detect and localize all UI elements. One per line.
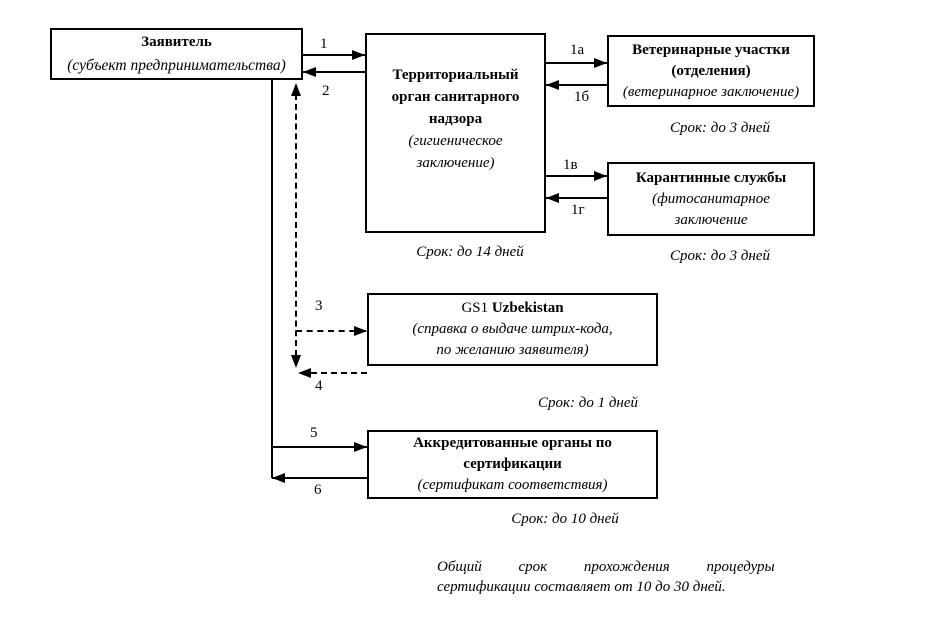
territorial-sanitary-box: Территориальный орган санитарного надзор… xyxy=(365,33,546,233)
arrow-1v-head-icon xyxy=(594,171,607,181)
total-duration-note-line: Общий срок прохождения процедуры xyxy=(437,559,775,575)
arrow-3-head-icon xyxy=(354,326,367,336)
gs1-title-bold: Uzbekistan xyxy=(491,300,564,316)
accredited-bodies-box: Аккредитованные органы по сертификации (… xyxy=(367,430,658,499)
applicant-gs1-dashed-trunk-line xyxy=(295,94,297,356)
gs1-title-prefix: GS1 xyxy=(461,300,492,316)
territorial-title-line: орган санитарного xyxy=(391,89,520,105)
duration-veterinary: Срок: до 3 дней xyxy=(669,120,771,136)
applicant-accredited-trunk-line xyxy=(271,80,273,478)
arrow-5-line xyxy=(271,446,367,448)
arrow-1a-line xyxy=(546,62,607,64)
quarantine-box: Карантинные службы (фитосанитарное заклю… xyxy=(607,162,815,236)
arrow-2-head-icon xyxy=(303,67,316,77)
arrow-1b-label: 1б xyxy=(574,89,590,105)
duration-gs1: Срок: до 1 дней xyxy=(537,395,639,411)
arrow-5-head-icon xyxy=(354,442,367,452)
applicant-note: (субъект предпринимательства) xyxy=(67,57,286,74)
arrow-4-head-icon xyxy=(298,368,311,378)
arrow-1a-label: 1а xyxy=(570,42,585,58)
quarantine-title-line: Карантинные службы xyxy=(635,169,787,186)
arrow-3-line xyxy=(296,330,366,332)
territorial-title-line: Территориальный xyxy=(392,67,519,83)
territorial-note-line: заключение) xyxy=(416,155,495,171)
arrow-3-label: 3 xyxy=(315,298,323,314)
dashed-trunk-up-head-icon xyxy=(291,83,301,96)
arrow-4-line xyxy=(301,372,367,374)
arrow-1v-label: 1в xyxy=(563,157,578,173)
arrow-1g-line xyxy=(546,197,607,199)
duration-territorial: Срок: до 14 дней xyxy=(416,244,524,260)
veterinary-note-line: (ветеринарное заключение) xyxy=(622,83,800,100)
accredited-title-line: Аккредитованные органы по xyxy=(413,435,612,451)
accredited-note-line: (сертификат соответствия) xyxy=(417,477,608,493)
arrow-5-label: 5 xyxy=(310,425,318,441)
gs1-note-line: по желанию заявителя) xyxy=(436,342,589,358)
veterinary-box: Ветеринарные участки (отделения) (ветери… xyxy=(607,35,815,107)
arrow-1g-head-icon xyxy=(546,193,559,203)
arrow-6-label: 6 xyxy=(314,482,322,498)
quarantine-note-line: (фитосанитарное xyxy=(652,190,770,207)
arrow-1a-head-icon xyxy=(594,58,607,68)
accredited-title-line: сертификации xyxy=(463,456,562,472)
arrow-1g-label: 1г xyxy=(571,202,585,218)
arrow-1b-head-icon xyxy=(546,80,559,90)
gs1-title: GS1 Uzbekistan xyxy=(461,298,563,319)
arrow-4-label: 4 xyxy=(315,378,323,394)
territorial-title-line: надзора xyxy=(428,111,483,127)
quarantine-note-line: заключение xyxy=(674,211,748,228)
duration-accredited: Срок: до 10 дней xyxy=(511,511,619,527)
veterinary-title-line: (отделения) xyxy=(671,62,751,79)
arrow-1b-line xyxy=(546,84,607,86)
total-duration-note-line: сертификации составляет от 10 до 30 дней… xyxy=(437,579,726,595)
arrow-2-label: 2 xyxy=(322,83,330,99)
duration-quarantine: Срок: до 3 дней xyxy=(669,248,771,264)
gs1-box: GS1 Uzbekistan (справка о выдаче штрих-к… xyxy=(367,293,658,366)
dashed-trunk-down-head-icon xyxy=(291,355,301,368)
arrow-6-head-icon xyxy=(272,473,285,483)
arrow-6-line xyxy=(272,477,367,479)
arrow-2-line xyxy=(303,71,365,73)
gs1-note-line: (справка о выдаче штрих-кода, xyxy=(412,321,613,337)
arrow-1-label: 1 xyxy=(320,36,328,52)
applicant-title: Заявитель xyxy=(141,34,212,50)
arrow-1-head-icon xyxy=(352,50,365,60)
territorial-note-line: (гигиеническое xyxy=(408,133,503,149)
arrow-1-line xyxy=(303,54,365,56)
applicant-box: Заявитель (субъект предпринимательства) xyxy=(50,28,303,80)
arrow-1v-line xyxy=(546,175,607,177)
veterinary-title-line: Ветеринарные участки xyxy=(632,41,790,58)
total-duration-note: Общий срок прохождения процедуры сертифи… xyxy=(437,557,789,597)
